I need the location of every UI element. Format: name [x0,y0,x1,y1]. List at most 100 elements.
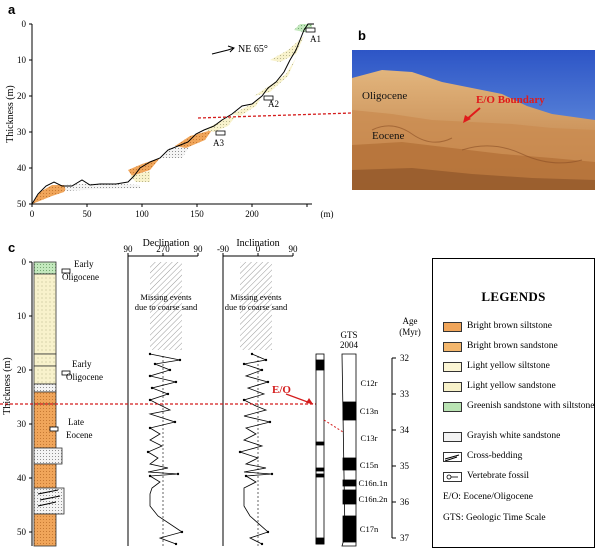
inclination-missing-line: Missing events [230,292,281,302]
declination-ticks: 90 270 90 [124,244,204,254]
panel-a-direction-label: NE 65° [238,44,268,55]
declination-title: Declination [143,238,190,249]
legend-item-label: Light yellow siltstone [467,361,550,371]
gts-title-line: 2004 [340,340,359,350]
declination-points [146,352,184,546]
panel-c-y-tick: 40 [17,473,27,483]
legend-item: Vertebrate fossil [443,471,595,482]
panel-a-x-ticks: 0 50 100 150 200 (m) [30,209,334,219]
outcrop-photo: Oligocene Eocene E/O Boundary [352,50,595,190]
swatch-bright-brown-siltstone [443,322,462,332]
legend-item: Bright brown sandstone [443,341,595,352]
swatch-grayish-white-sandstone [443,432,462,442]
fossil-marker-icon [61,268,71,274]
legend-item-label: Vertebrate fossil [467,471,529,481]
epoch-label-line: Late [68,417,84,427]
panel-c-y-tick: 50 [17,527,27,537]
inclination-points [238,352,274,546]
swatch-light-yellow-siltstone [443,362,462,372]
legend-item: Light yellow siltstone [443,361,595,372]
fossil-marker-icon [305,27,316,33]
age-tick: 33 [400,389,410,399]
gts-chron: C12r [361,378,378,388]
epoch-label-line: Oligocene [66,372,103,382]
panel-b-letter: b [358,28,366,43]
panel-a-y-axis-label: Thickness (m) [5,85,16,143]
age-tick: 32 [400,353,409,363]
panel-c-section: 0 10 20 30 40 50 Thickness (m) Early Oli… [0,238,421,547]
panel-a-y-tick: 40 [17,163,27,173]
declination-axis [127,253,199,546]
declination-tick: 90 [124,244,134,254]
age-tick: 35 [400,461,410,471]
panel-c-y-axis-label: Thickness (m) [2,357,13,415]
gts-correlation-line [323,419,344,433]
age-axis-title-line: (Myr) [399,327,421,337]
legend-item-label: Grayish white sandstone [467,431,561,441]
panel-a-section-markers: A1 A2 A3 [213,27,321,148]
legend-box: LEGENDS Bright brown siltstone Bright br… [432,258,595,548]
panel-a-axes [29,23,312,207]
panel-a-x-tick: 50 [83,209,93,219]
fossil-marker-icon [215,130,226,136]
gts-chron: C17n [360,524,379,534]
age-tick: 36 [400,497,410,507]
legend-note: E/O: Eocene/Oligocene [443,492,593,503]
epoch-label-line: Eocene [66,430,92,440]
legend-item-label: Greenish sandstone with siltstone [467,401,595,411]
legend-item-label: Cross-bedding [467,451,523,461]
legend-item: Grayish white sandstone [443,431,595,442]
legend-title: LEGENDS [481,289,546,304]
gts-title: GTS 2004 [340,330,359,350]
marker-a2: A2 [268,99,279,109]
panel-a-y-tick: 10 [17,55,27,65]
declination-missing-line: Missing events [140,292,191,302]
inclination-tick: -90 [217,244,229,254]
cross-bedding-icon [37,489,61,507]
panel-a-x-tick: 200 [245,209,259,219]
legend-note-text: E/O: Eocene/Oligocene [443,492,533,502]
declination-curve [147,353,183,545]
eo-arrowhead-icon [306,398,313,404]
panel-c-y-ticks: 0 10 20 30 40 50 [17,257,27,537]
gts-chron: C13r [361,433,378,443]
legend-item: Light yellow sandstone [443,381,595,392]
panel-a-x-tick: 100 [135,209,149,219]
panel-a-surface-line [31,23,314,205]
inclination-missing-note: Missing events due to coarse sand [225,292,288,312]
panel-c-letter: c [8,240,16,255]
inclination-tick: 90 [289,244,299,254]
gts-title-line: GTS [340,330,357,340]
column-fossil-markers [49,268,71,432]
panel-a-y-tick: 30 [17,127,27,137]
eo-label: E/O [272,384,291,396]
fossil-marker-icon [263,95,274,101]
age-axis-title: Age (Myr) [399,316,421,337]
marker-a3: A3 [213,138,224,148]
panel-a-letter: a [8,2,16,17]
gts-chron: C13n [360,406,379,416]
lithology-column [33,261,65,547]
panel-a-eo-boundary-line [197,112,352,119]
inclination-missing-line: due to coarse sand [225,302,288,312]
age-axis-title-line: Age [403,316,418,326]
declination-tick: 90 [194,244,204,254]
legend-note: GTS: Geologic Time Scale [443,513,593,524]
panel-a-x-unit: (m) [321,209,334,219]
gts-chron: C15n [360,460,379,470]
declination-tick: 270 [156,244,170,254]
epoch-labels: Early Oligocene Early Oligocene Late Eoc… [62,259,103,440]
age-axis [391,357,396,539]
fossil-marker-icon [61,370,71,376]
swatch-bright-brown-sandstone [443,342,462,352]
age-tick: 37 [400,533,410,543]
local-polarity-column [315,353,325,545]
gts-chron: C16n.2n [358,494,388,504]
legend-item: Bright brown siltstone [443,321,595,332]
age-axis-ticks: 32 33 34 35 36 37 [400,353,410,543]
panel-a-direction-arrow [211,45,235,55]
legend-note-text: GTS: Geologic Time Scale [443,513,546,523]
gts-chron-labels: C12r C13n C13r C15n C16n.1n C16n.2n C17n [358,378,388,534]
epoch-label-line: Oligocene [62,272,99,282]
legend-item-label: Bright brown sandstone [467,341,558,351]
